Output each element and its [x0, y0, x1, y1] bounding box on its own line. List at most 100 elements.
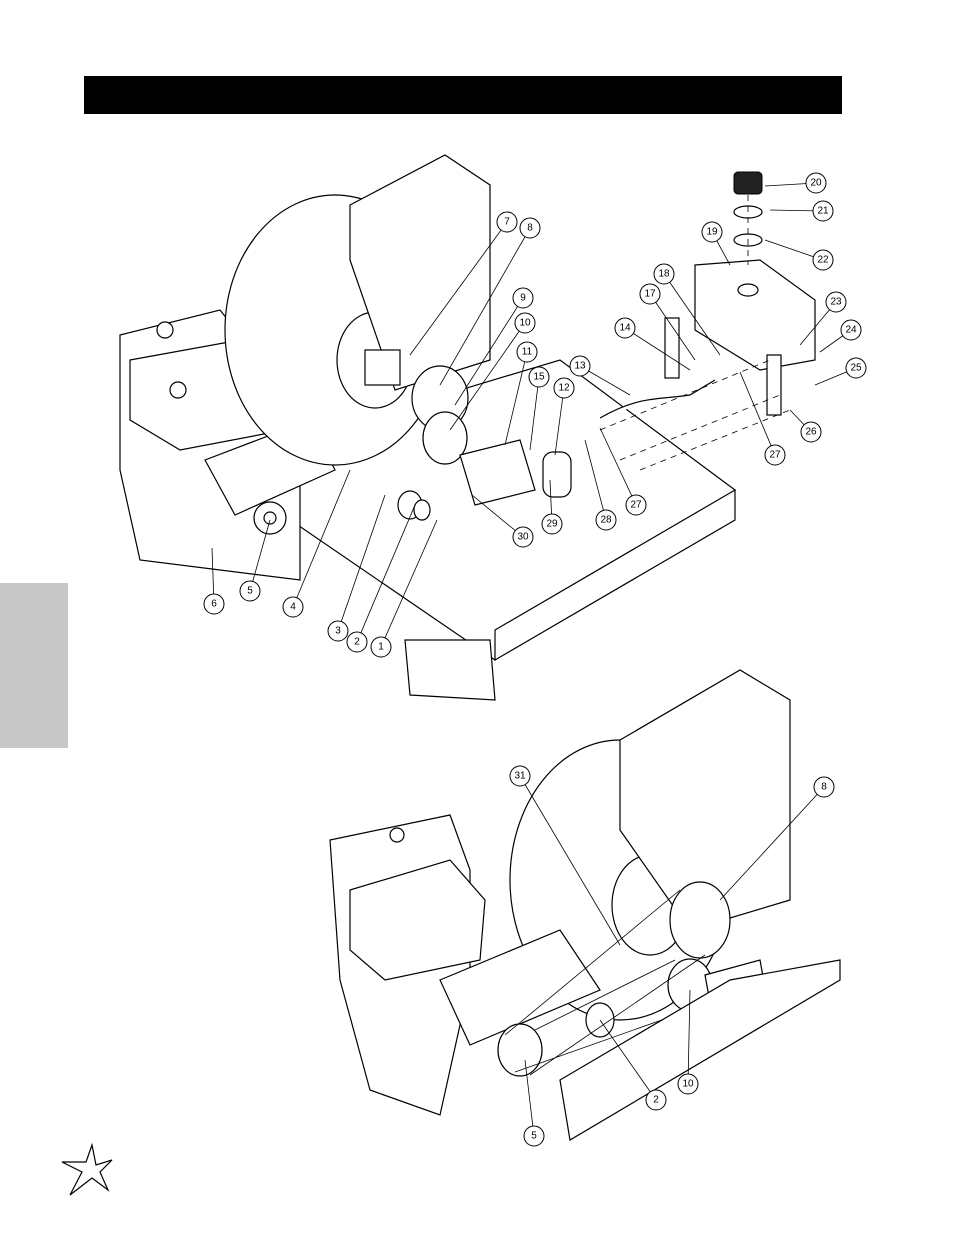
callout-circle	[282, 596, 304, 618]
callout-circle	[653, 263, 675, 285]
callout-leader	[624, 327, 691, 371]
callout-number: 7	[504, 217, 510, 228]
base-leg	[404, 639, 496, 701]
callout-circle	[639, 283, 661, 305]
callout-leader	[649, 293, 696, 361]
callout-17: 17	[639, 283, 696, 361]
callout-27: 27	[599, 427, 647, 516]
bearing-block	[364, 349, 401, 386]
callout-4: 4	[282, 469, 351, 618]
callout-12: 12	[553, 377, 575, 456]
callout-leader	[519, 775, 621, 946]
pump-pulley	[422, 411, 468, 465]
callout-leader	[599, 1019, 657, 1101]
hydraulic-hose	[599, 379, 716, 419]
blower-chute	[349, 154, 491, 391]
base-frame-front	[494, 488, 736, 662]
fan-pulley-bottom	[669, 881, 731, 959]
top-assembly-drawing	[119, 154, 816, 701]
filler-cap	[733, 171, 763, 195]
callout-leader	[249, 519, 271, 592]
callout-number: 23	[830, 297, 842, 308]
callout-number: 9	[520, 293, 526, 304]
callout-circle	[541, 513, 563, 535]
callout-21: 21	[769, 200, 834, 222]
callout-13: 13	[569, 355, 631, 396]
callout-number: 12	[558, 383, 570, 394]
callout-circle	[813, 776, 835, 798]
callout-number: 19	[706, 227, 718, 238]
callout-number: 26	[805, 427, 817, 438]
callout-number: 3	[335, 626, 341, 637]
callout-number: 5	[531, 1131, 537, 1142]
callout-leader	[471, 494, 524, 538]
callout-number: 11	[522, 347, 533, 358]
callout-28: 28	[584, 439, 617, 531]
callout-number: 27	[630, 500, 642, 511]
callout-circle	[496, 211, 518, 233]
drive-belt	[504, 889, 706, 1076]
callout-number: 30	[517, 532, 529, 543]
tank-bracket-left	[664, 317, 680, 379]
callout-6: 6	[203, 547, 225, 615]
callout-leader	[449, 322, 526, 431]
tank-fill-hole	[737, 283, 759, 297]
callout-circle	[528, 366, 550, 388]
callout-leader	[663, 273, 721, 356]
callout-circle	[523, 1125, 545, 1147]
callout-number: 24	[845, 325, 857, 336]
callout-9: 9	[454, 287, 534, 406]
callout-circle	[327, 620, 349, 642]
callout-number: 2	[354, 637, 360, 648]
callout-10: 10	[677, 989, 699, 1095]
callout-8: 8	[439, 217, 541, 386]
bottom-assembly-drawing	[329, 669, 841, 1141]
callout-20: 20	[764, 172, 827, 194]
callout-14: 14	[614, 317, 691, 371]
alignment-line	[619, 394, 781, 461]
callout-number: 22	[817, 255, 829, 266]
callout-circle	[553, 377, 575, 399]
callout-circle	[825, 291, 847, 313]
callout-circle	[800, 421, 822, 443]
callout-23: 23	[799, 291, 847, 346]
callout-5: 5	[239, 519, 271, 602]
deflector-plate	[559, 959, 841, 1141]
callouts-top: 1234567891011121314151718192021222324252…	[203, 172, 867, 658]
callout-2: 2	[599, 1019, 667, 1111]
callout-31: 31	[509, 765, 621, 946]
callout-number: 21	[817, 206, 829, 217]
callout-leader	[356, 504, 416, 643]
callout-leader	[504, 351, 528, 446]
callout-30: 30	[471, 494, 534, 548]
callout-leader	[439, 227, 531, 386]
callout-leader	[584, 439, 607, 521]
callout-circle	[845, 357, 867, 379]
callout-10: 10	[449, 312, 536, 431]
alignment-line	[639, 409, 791, 471]
callout-1: 1	[370, 519, 438, 658]
callout-number: 29	[546, 519, 558, 530]
callout-number: 10	[519, 318, 531, 329]
callout-circle	[569, 355, 591, 377]
callout-19: 19	[701, 221, 731, 266]
callout-circle	[812, 200, 834, 222]
callout-number: 4	[290, 602, 296, 613]
callout-number: 17	[644, 289, 656, 300]
brand-star-logo	[61, 1142, 113, 1196]
callout-leader	[292, 469, 351, 608]
callout-number: 25	[850, 363, 862, 374]
callout-circle	[239, 580, 261, 602]
callout-number: 13	[574, 361, 586, 372]
callout-circle	[370, 636, 392, 658]
engine-pulley-bottom	[497, 1023, 543, 1077]
callout-circle	[805, 172, 827, 194]
callout-number: 1	[378, 642, 384, 653]
callout-circle	[519, 217, 541, 239]
callout-leader	[454, 297, 524, 406]
callout-leader	[739, 371, 776, 456]
engine-fuel-cap	[169, 381, 187, 399]
callout-leader	[529, 376, 540, 451]
callout-number: 28	[600, 515, 612, 526]
